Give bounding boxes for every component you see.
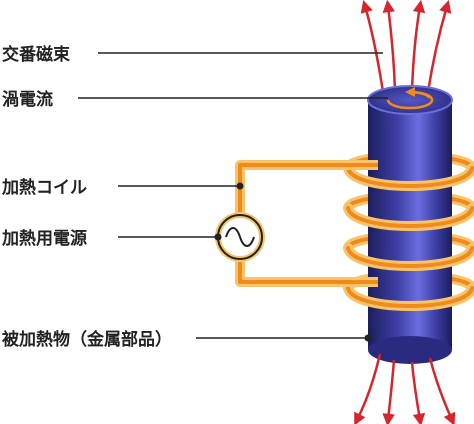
flux-arrows-top	[360, 0, 452, 93]
flux-arrow	[382, 359, 396, 424]
flux-arrow	[382, 0, 397, 93]
leader-dots	[214, 182, 372, 342]
flux-arrow	[426, 0, 452, 93]
flux-arrow	[354, 353, 382, 424]
label-alternating-flux: 交番磁束	[2, 44, 70, 65]
flux-arrow	[410, 361, 426, 424]
circular-arrow-icon	[386, 87, 434, 110]
ac-source-sine-icon	[215, 212, 265, 262]
label-workpiece: 被加熱物（金属部品）	[2, 329, 172, 350]
label-eddy-current: 渦電流	[2, 89, 53, 110]
flux-arrow	[428, 357, 456, 424]
leader-lines	[78, 52, 388, 339]
label-heating-power-supply: 加熱用電源	[1, 228, 87, 249]
flux-arrows-bottom	[354, 353, 456, 424]
heating-coil	[343, 163, 474, 311]
label-heating-coil: 加熱コイル	[1, 177, 87, 198]
flux-arrow	[360, 0, 385, 93]
flux-arrow	[410, 0, 426, 93]
